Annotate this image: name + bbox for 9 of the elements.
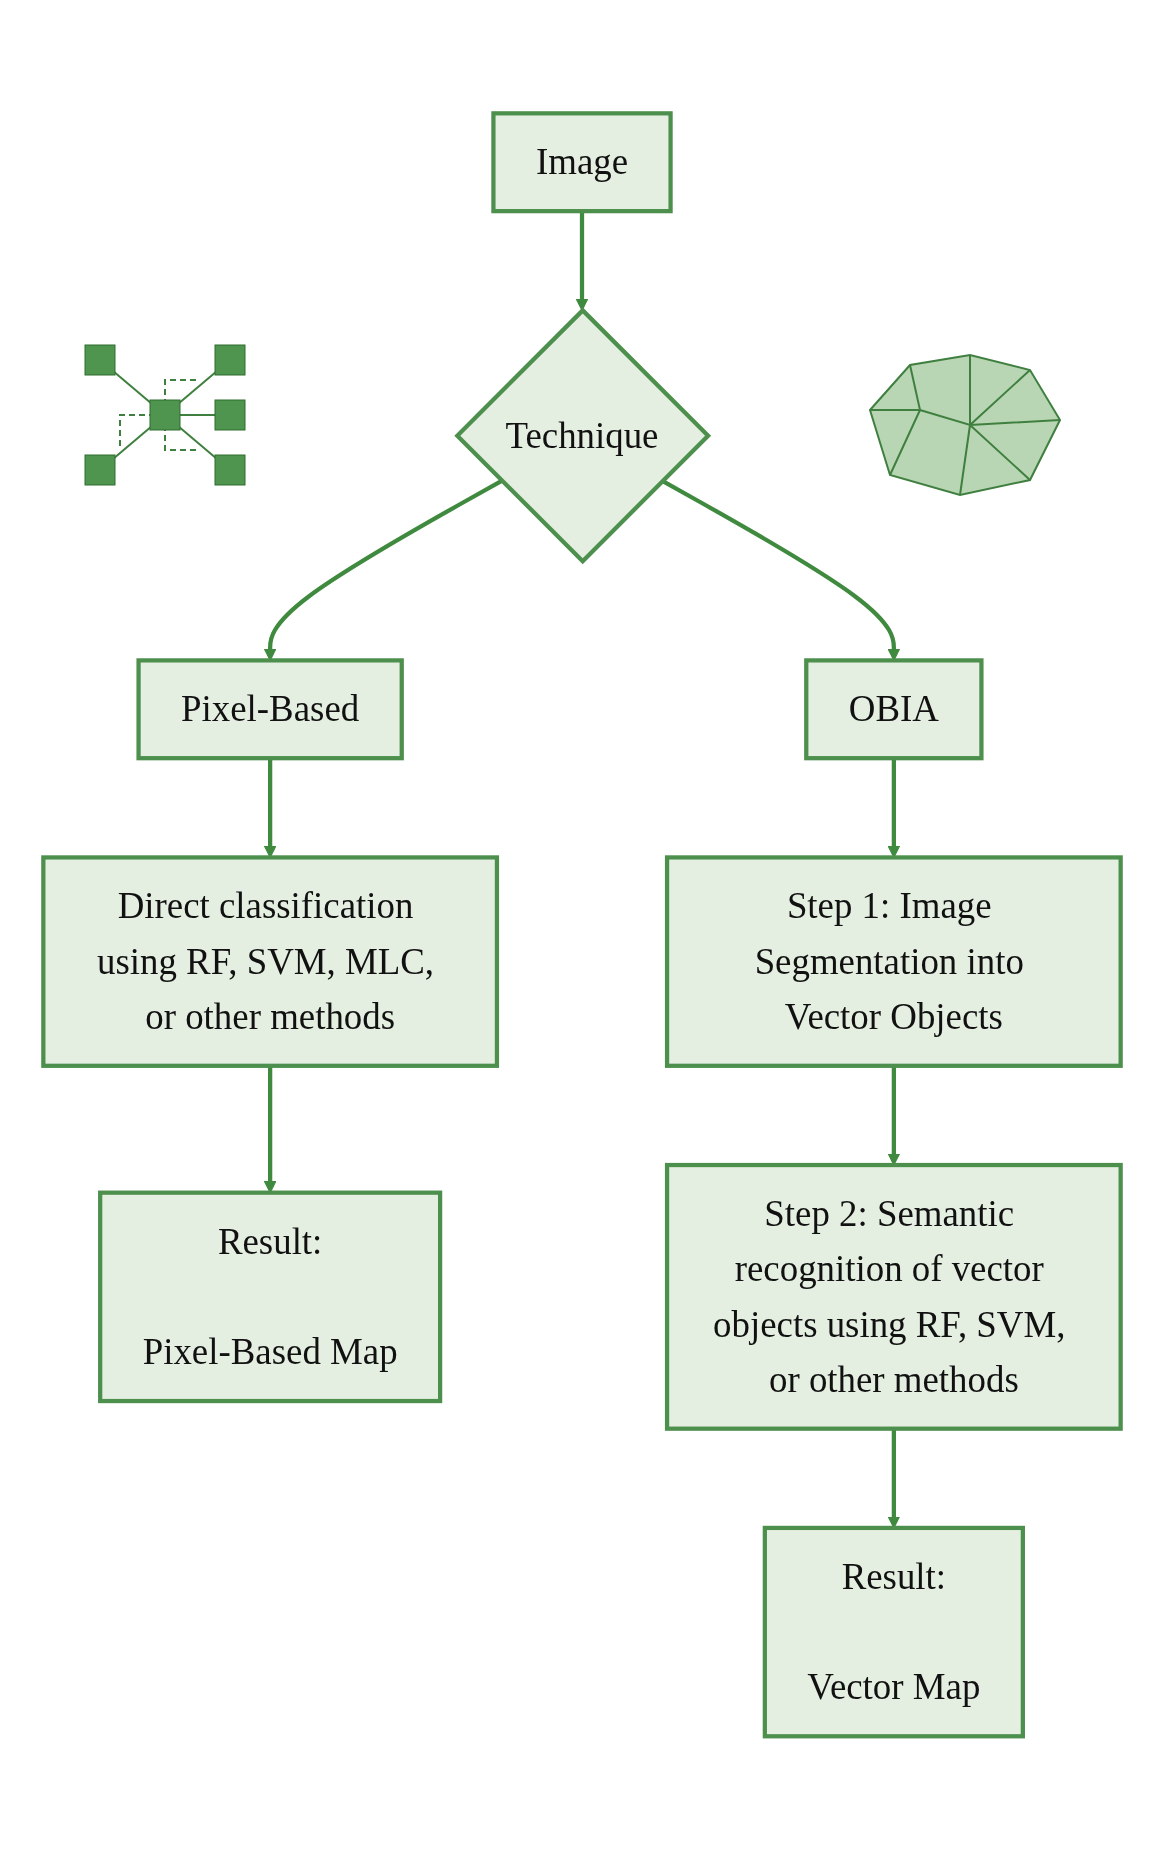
node-box: OBIA [804, 658, 984, 761]
node-box: Result: Vector Map [762, 1525, 1025, 1739]
node-box: Pixel-Based [136, 658, 404, 761]
node-box: Result: Pixel-Based Map [98, 1190, 443, 1404]
node-box: Step 2: Semantic recognition of vector objects using RF, SVM, or other methods [664, 1163, 1123, 1431]
node-box: Direct classification using RF, SVM, MLC, or other methods [41, 855, 500, 1069]
node-box: Image [491, 111, 673, 214]
node-diamond: Technique [454, 307, 712, 565]
node-box: Step 1: Image Segmentation into Vector Objects [664, 855, 1123, 1069]
